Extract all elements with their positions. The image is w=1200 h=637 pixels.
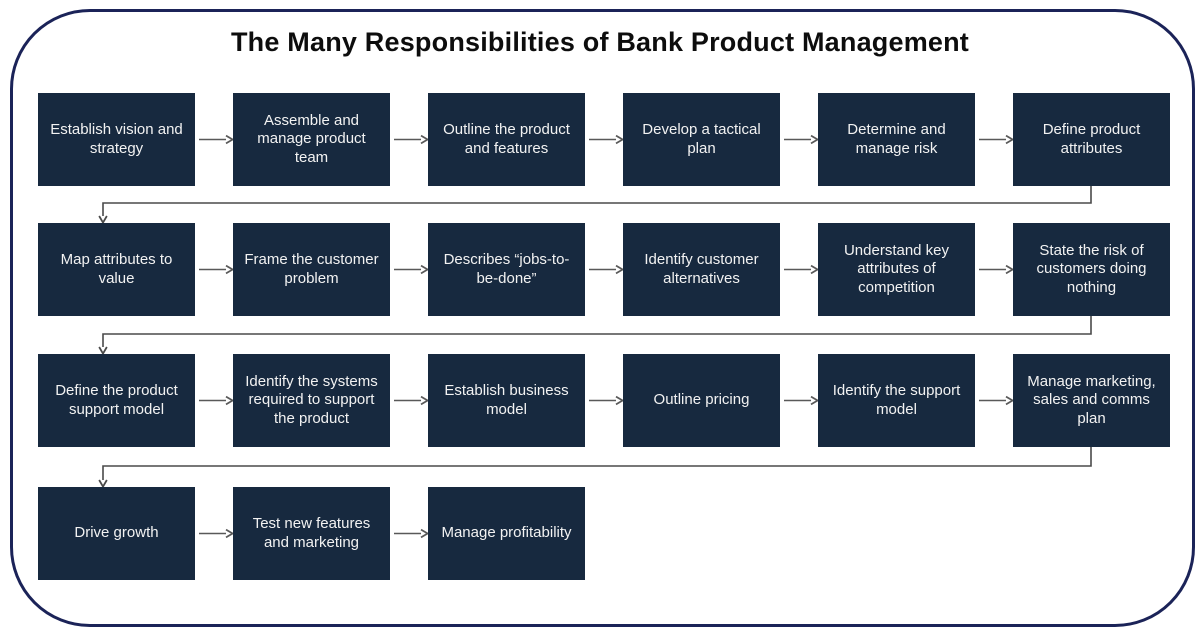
flow-step-box: Define product attributes xyxy=(1013,93,1170,186)
flow-step-box: Manage marketing, sales and comms plan xyxy=(1013,354,1170,447)
flow-step-box: Frame the customer problem xyxy=(233,223,390,316)
flow-step-label: Understand key attributes of competition xyxy=(843,242,950,296)
flow-step-box: Determine and manage risk xyxy=(818,93,975,186)
flow-step-label: Identify the systems required to support… xyxy=(245,373,378,427)
flow-step-box: Assemble and manage product team xyxy=(233,93,390,186)
flow-step-label: Identify the support model xyxy=(832,382,961,418)
flow-step-box: Manage profitability xyxy=(428,487,585,580)
flow-step-box: Test new features and marketing xyxy=(233,487,390,580)
rounded-frame-border xyxy=(10,9,1195,627)
flow-step-label: Develop a tactical plan xyxy=(642,121,761,157)
flow-step-label: Define the product support model xyxy=(55,382,178,418)
flow-step-box: Understand key attributes of competition xyxy=(818,223,975,316)
flow-step-box: Map attributes to value xyxy=(38,223,195,316)
flow-step-label: Outline pricing xyxy=(653,391,750,409)
flow-step-label: Outline the product and features xyxy=(443,121,570,157)
flow-step-box: Describes “jobs-to-be-done” xyxy=(428,223,585,316)
flow-step-label: Describes “jobs-to-be-done” xyxy=(443,251,570,287)
diagram-title: The Many Responsibilities of Bank Produc… xyxy=(230,27,969,57)
flow-step-label: Test new features and marketing xyxy=(252,515,371,551)
flow-step-label: Drive growth xyxy=(74,524,159,542)
flow-step-label: Identify customer alternatives xyxy=(644,251,759,287)
flow-step-box: Develop a tactical plan xyxy=(623,93,780,186)
flow-step-label: Establish vision and strategy xyxy=(50,121,183,157)
flow-step-label: Define product attributes xyxy=(1042,121,1141,157)
flow-step-box: Identify the systems required to support… xyxy=(233,354,390,447)
flow-step-box: Outline the product and features xyxy=(428,93,585,186)
flow-step-box: Outline pricing xyxy=(623,354,780,447)
flow-step-box: Define the product support model xyxy=(38,354,195,447)
flow-step-label: Establish business model xyxy=(444,382,569,418)
flow-step-box: Identify customer alternatives xyxy=(623,223,780,316)
flow-step-label: Manage profitability xyxy=(441,524,572,542)
flow-step-box: Identify the support model xyxy=(818,354,975,447)
flow-step-label: Determine and manage risk xyxy=(847,121,946,157)
flow-step-label: Manage marketing, sales and comms plan xyxy=(1027,373,1156,427)
flow-step-box: Establish vision and strategy xyxy=(38,93,195,186)
flow-step-label: Map attributes to value xyxy=(60,251,173,287)
flow-step-label: Frame the customer problem xyxy=(244,251,379,287)
flow-step-label: Assemble and manage product team xyxy=(257,112,366,166)
flow-step-box: Drive growth xyxy=(38,487,195,580)
flow-step-label: State the risk of customers doing nothin… xyxy=(1036,242,1147,296)
flow-step-box: State the risk of customers doing nothin… xyxy=(1013,223,1170,316)
flow-step-box: Establish business model xyxy=(428,354,585,447)
